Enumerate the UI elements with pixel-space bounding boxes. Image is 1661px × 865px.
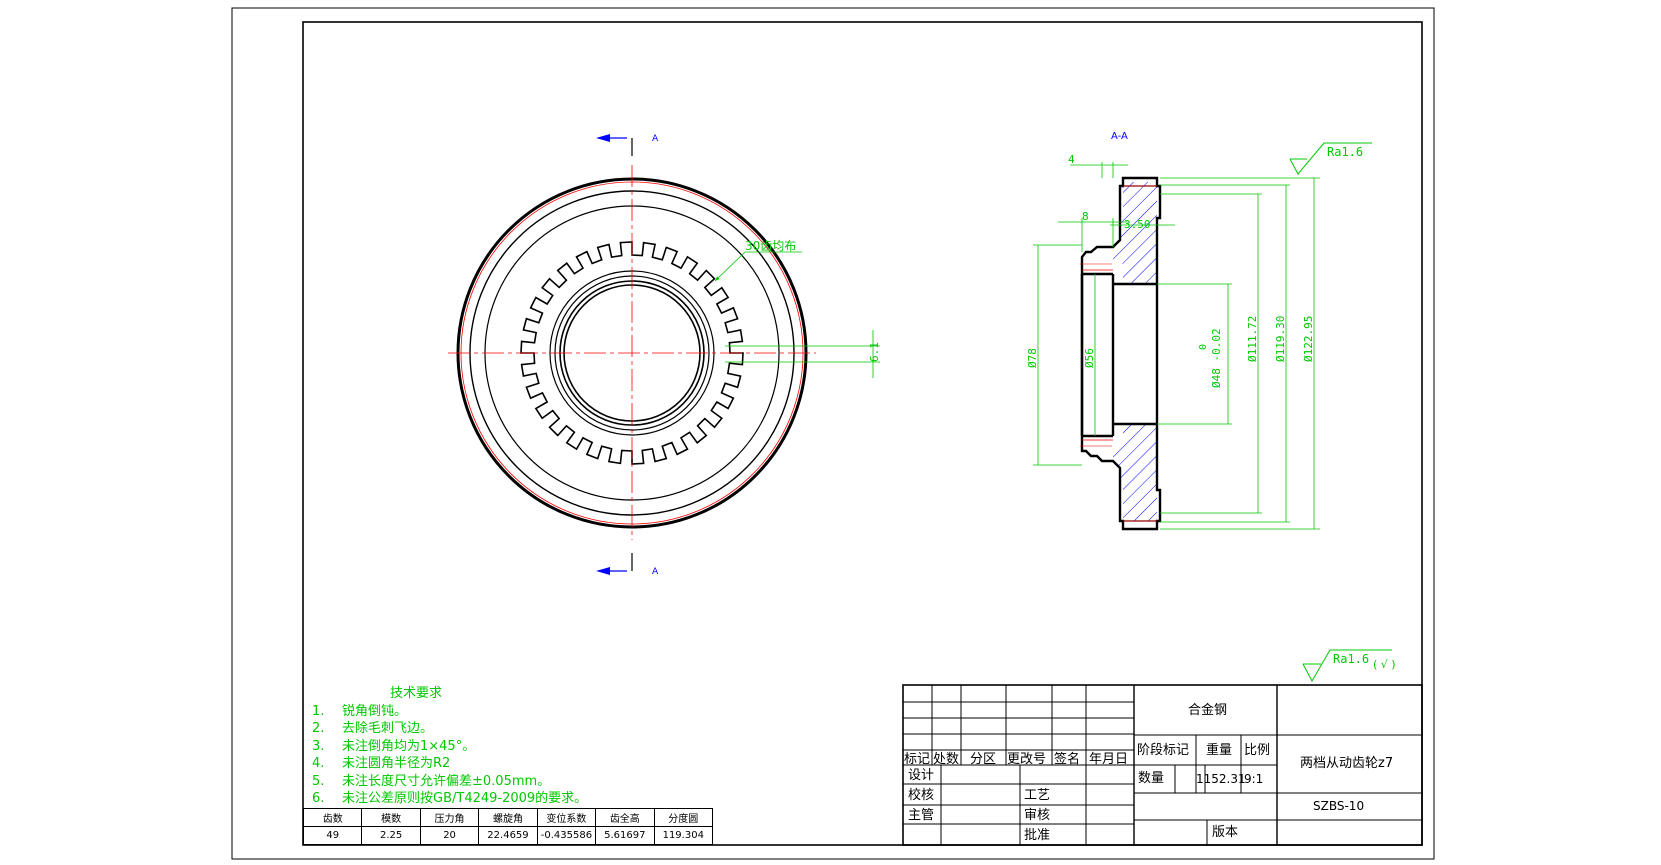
tech-req-item: 6. 未注公差原则按GB/T4249-2009的要求。 — [312, 790, 587, 808]
roughness-top-text: Ra1.6 — [1327, 145, 1363, 159]
section-view: A-A 4 8 3.50 Ø78 — [1026, 131, 1372, 531]
tb-weight-label: 重量 — [1206, 743, 1233, 758]
tb-approve-label: 批准 — [1024, 828, 1051, 843]
dim-d78-text: Ø78 — [1026, 348, 1039, 368]
tech-req-text: 未注公差原则按GB/T4249-2009的要求。 — [342, 791, 588, 806]
cut-mark-bottom-label: A — [652, 567, 659, 577]
dim-4-text: 4 — [1068, 153, 1075, 166]
tech-req-item: 2. 去除毛刺飞边。 — [312, 720, 587, 738]
gear-param-header: 变位系数 — [536, 808, 597, 827]
title-block-grid — [902, 684, 1423, 846]
dim-d111-text: Ø111.72 — [1246, 316, 1259, 362]
dim-8-text: 8 — [1082, 210, 1089, 223]
sheet-outer-border — [231, 7, 1435, 860]
dim-3-50-text: 3.50 — [1124, 218, 1151, 231]
gear-param-header: 螺旋角 — [478, 808, 538, 827]
gear-param-value: -0.435586 — [536, 826, 597, 845]
tech-req-num: 4. — [312, 756, 325, 771]
roughness-general-symbol — [1302, 649, 1392, 683]
section-outline — [1080, 176, 1162, 531]
tb-rev-header-count: 处数 — [933, 752, 960, 767]
tech-req-num: 2. — [312, 721, 325, 736]
tech-req-title: 技术要求 — [390, 686, 443, 701]
tech-req-text: 去除毛刺飞边。 — [342, 721, 434, 736]
dim-d48-text: Ø48 -0.02 — [1210, 328, 1223, 388]
gear-param-value: 5.61697 — [595, 826, 655, 845]
gear-param-header: 分度圆 — [653, 808, 714, 827]
front-view: 6.1 30齿均布 A A — [448, 134, 881, 577]
gear-param-value-row: 49 2.25 20 22.4659 -0.435586 5.61697 119… — [302, 826, 714, 845]
technical-requirements: 技术要求 1. 锐角倒钝。 2. 去除毛刺飞边。 3. 未注倒角均为1×45°。 4.… — [312, 685, 587, 808]
tb-design-label: 设计 — [908, 768, 935, 783]
tb-rev-header-date: 年月日 — [1089, 752, 1129, 767]
tech-req-num: 1. — [312, 703, 325, 719]
teeth-note-leader — [714, 251, 746, 282]
tb-qty-label: 数量 — [1138, 771, 1165, 786]
gear-param-value: 49 — [302, 826, 363, 845]
gear-param-header-row: 齿数 模数 压力角 螺旋角 变位系数 齿全高 分度圆 — [302, 808, 714, 827]
tb-manager-label: 主管 — [908, 808, 935, 823]
section-view-label: A-A — [1111, 131, 1128, 142]
section-hatch-top — [1113, 182, 1157, 284]
cut-mark-top-label: A — [652, 134, 659, 144]
tb-weight-value: 1152.31 — [1196, 772, 1246, 786]
gear-param-value: 119.304 — [653, 826, 714, 845]
gear-param-header: 压力角 — [419, 808, 480, 827]
tech-req-text: 未注长度尺寸允许偏差±0.05mm。 — [342, 773, 551, 789]
tb-scale-value: 9:1 — [1244, 772, 1264, 786]
tech-req-item: 1. 锐角倒钝。 — [312, 703, 587, 721]
gear-param-value: 22.4659 — [478, 826, 538, 845]
tb-review-label: 审核 — [1024, 808, 1051, 823]
tb-process-label: 工艺 — [1024, 788, 1051, 803]
roughness-general-text: Ra1.6 — [1333, 652, 1369, 666]
tb-scale-label: 比例 — [1244, 743, 1271, 758]
roughness-general-suffix: ( √ ) — [1373, 658, 1396, 671]
tech-req-item: 3. 未注倒角均为1×45°。 — [312, 738, 587, 756]
gear-parameter-table: 齿数 模数 压力角 螺旋角 变位系数 齿全高 分度圆 49 2.25 20 22… — [302, 808, 714, 845]
teeth-note-text: 30齿均布 — [745, 239, 796, 253]
sheet-inner-border — [302, 21, 1423, 846]
gear-param-value: 20 — [419, 826, 480, 845]
gear-param-header: 齿数 — [302, 808, 363, 827]
tech-req-num: 3. — [312, 738, 325, 754]
dim-d56-text: Ø56 — [1083, 348, 1096, 368]
tb-drawing-number: SZBS-10 — [1313, 799, 1365, 813]
tb-rev-header-mark: 标记 — [904, 752, 931, 767]
dim-d119-text: Ø119.30 — [1274, 316, 1287, 362]
roughness-top-symbol — [1289, 142, 1372, 175]
tech-req-text: 未注倒角均为1×45°。 — [342, 738, 476, 754]
tech-req-text: 未注圆角半径为R2 — [342, 756, 451, 771]
tech-req-num: 5. — [312, 773, 325, 789]
cut-mark-bottom-arrow-head — [596, 567, 610, 575]
tech-req-text: 锐角倒钝。 — [342, 703, 408, 719]
tb-part-name: 两档从动齿轮z7 — [1300, 756, 1394, 771]
cut-mark-top-arrow-head — [596, 134, 610, 142]
tb-rev-header-change-no: 更改号 — [1007, 752, 1047, 767]
dim-d122-text: Ø122.95 — [1302, 316, 1315, 362]
section-hatch-bottom — [1113, 424, 1157, 521]
tb-material: 合金钢 — [1188, 703, 1228, 718]
tb-stage-label: 阶段标记 — [1137, 743, 1190, 758]
tb-rev-header-zone: 分区 — [970, 752, 997, 767]
tb-rev-header-sign: 签名 — [1054, 752, 1081, 767]
tb-version-label: 版本 — [1212, 825, 1239, 840]
dim-6-1-text: 6.1 — [868, 342, 881, 362]
dim-d48-upper-text: 0 — [1198, 344, 1209, 350]
gear-param-header: 齿全高 — [595, 808, 655, 827]
gear-param-header: 模数 — [361, 808, 421, 827]
tb-check-label: 校核 — [908, 788, 935, 803]
tech-req-item: 5. 未注长度尺寸允许偏差±0.05mm。 — [312, 773, 587, 791]
tech-req-num: 6. — [312, 791, 325, 806]
gear-param-value: 2.25 — [361, 826, 421, 845]
tech-req-item: 4. 未注圆角半径为R2 — [312, 755, 587, 773]
